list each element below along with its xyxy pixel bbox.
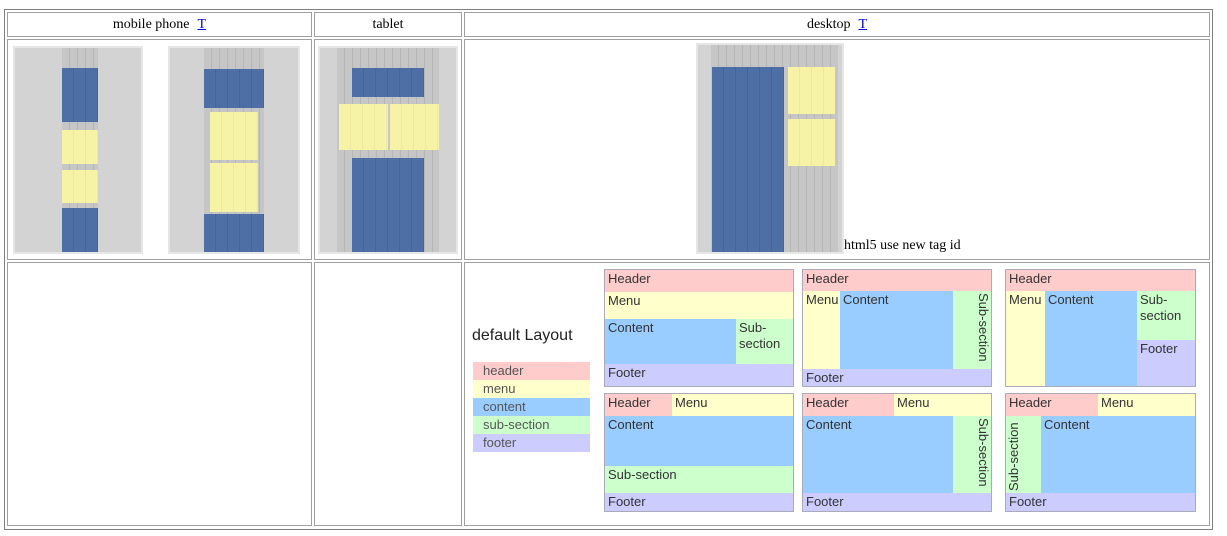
layout-menu: Menu xyxy=(605,292,793,319)
layout-footer: Footer xyxy=(1006,493,1195,511)
legend-item-content: content xyxy=(473,398,590,416)
header-desktop-label: desktop xyxy=(806,16,851,32)
layout-header: Header xyxy=(605,270,793,292)
layout-footer: Footer xyxy=(803,493,991,511)
layout-menu: Menu xyxy=(894,394,991,416)
layout-5: Header Menu Content Sub-section Footer xyxy=(802,393,992,512)
layout-content: Content xyxy=(1041,416,1195,493)
tablet-empty-cell xyxy=(314,262,462,526)
layout-sub-section: Sub-section xyxy=(1137,291,1195,340)
mobile-link[interactable]: T xyxy=(197,16,207,32)
layout-header: Header xyxy=(605,394,672,416)
tablet-wireframe xyxy=(318,46,458,254)
layout-content: Content xyxy=(605,319,736,364)
layout-footer: Footer xyxy=(1137,340,1195,386)
layout-2: Header Menu Content Sub-section Footer xyxy=(802,269,992,387)
header-tablet: tablet xyxy=(314,12,462,37)
layout-3: Header Menu Content Sub-section Footer xyxy=(1005,269,1196,387)
mobile-empty-cell xyxy=(7,262,312,526)
layout-sub-section: Sub-section xyxy=(736,319,793,364)
layout-4: Header Menu Content Sub-section Footer xyxy=(604,393,794,512)
legend-item-footer: footer xyxy=(473,434,590,452)
layout-content: Content xyxy=(840,291,953,369)
desktop-link[interactable]: T xyxy=(858,16,868,32)
legend-title: default Layout xyxy=(472,327,573,344)
layout-menu: Menu xyxy=(1006,291,1045,386)
layout-table xyxy=(4,9,1213,530)
layout-6: Header Menu Sub-section Content Footer xyxy=(1005,393,1196,512)
layout-footer: Footer xyxy=(605,493,793,511)
mobile-wireframe-2 xyxy=(168,46,300,254)
layout-content: Content xyxy=(605,416,793,466)
mobile-wireframe-1 xyxy=(13,46,143,254)
layout-header: Header xyxy=(803,394,894,416)
header-mobile: mobile phone T xyxy=(7,12,312,37)
layout-sub-section: Sub-section xyxy=(605,466,793,493)
layout-sub-section: Sub-section xyxy=(1006,416,1041,493)
legend-item-sub-section: sub-section xyxy=(473,416,590,434)
layout-sub-section: Sub-section xyxy=(953,416,991,493)
layout-footer: Footer xyxy=(605,364,793,386)
layout-1: Header Menu Content Sub-section Footer xyxy=(604,269,794,387)
layout-header: Header xyxy=(803,270,991,291)
layout-menu: Menu xyxy=(672,394,793,416)
header-tablet-label: tablet xyxy=(372,16,404,32)
desktop-wireframe xyxy=(696,43,844,254)
legend-item-menu: menu xyxy=(473,380,590,398)
header-desktop: desktop T xyxy=(464,12,1210,37)
layout-footer: Footer xyxy=(803,369,991,386)
header-mobile-label: mobile phone xyxy=(112,16,190,32)
layout-menu: Menu xyxy=(1098,394,1195,416)
layout-menu: Menu xyxy=(803,291,840,369)
layout-header: Header xyxy=(1006,394,1098,416)
layout-content: Content xyxy=(1045,291,1137,386)
layout-content: Content xyxy=(803,416,953,493)
layout-header: Header xyxy=(1006,270,1195,291)
legend-item-header: header xyxy=(473,362,590,380)
layout-sub-section: Sub-section xyxy=(953,291,991,369)
desktop-caption: html5 use new tag id xyxy=(844,238,961,253)
